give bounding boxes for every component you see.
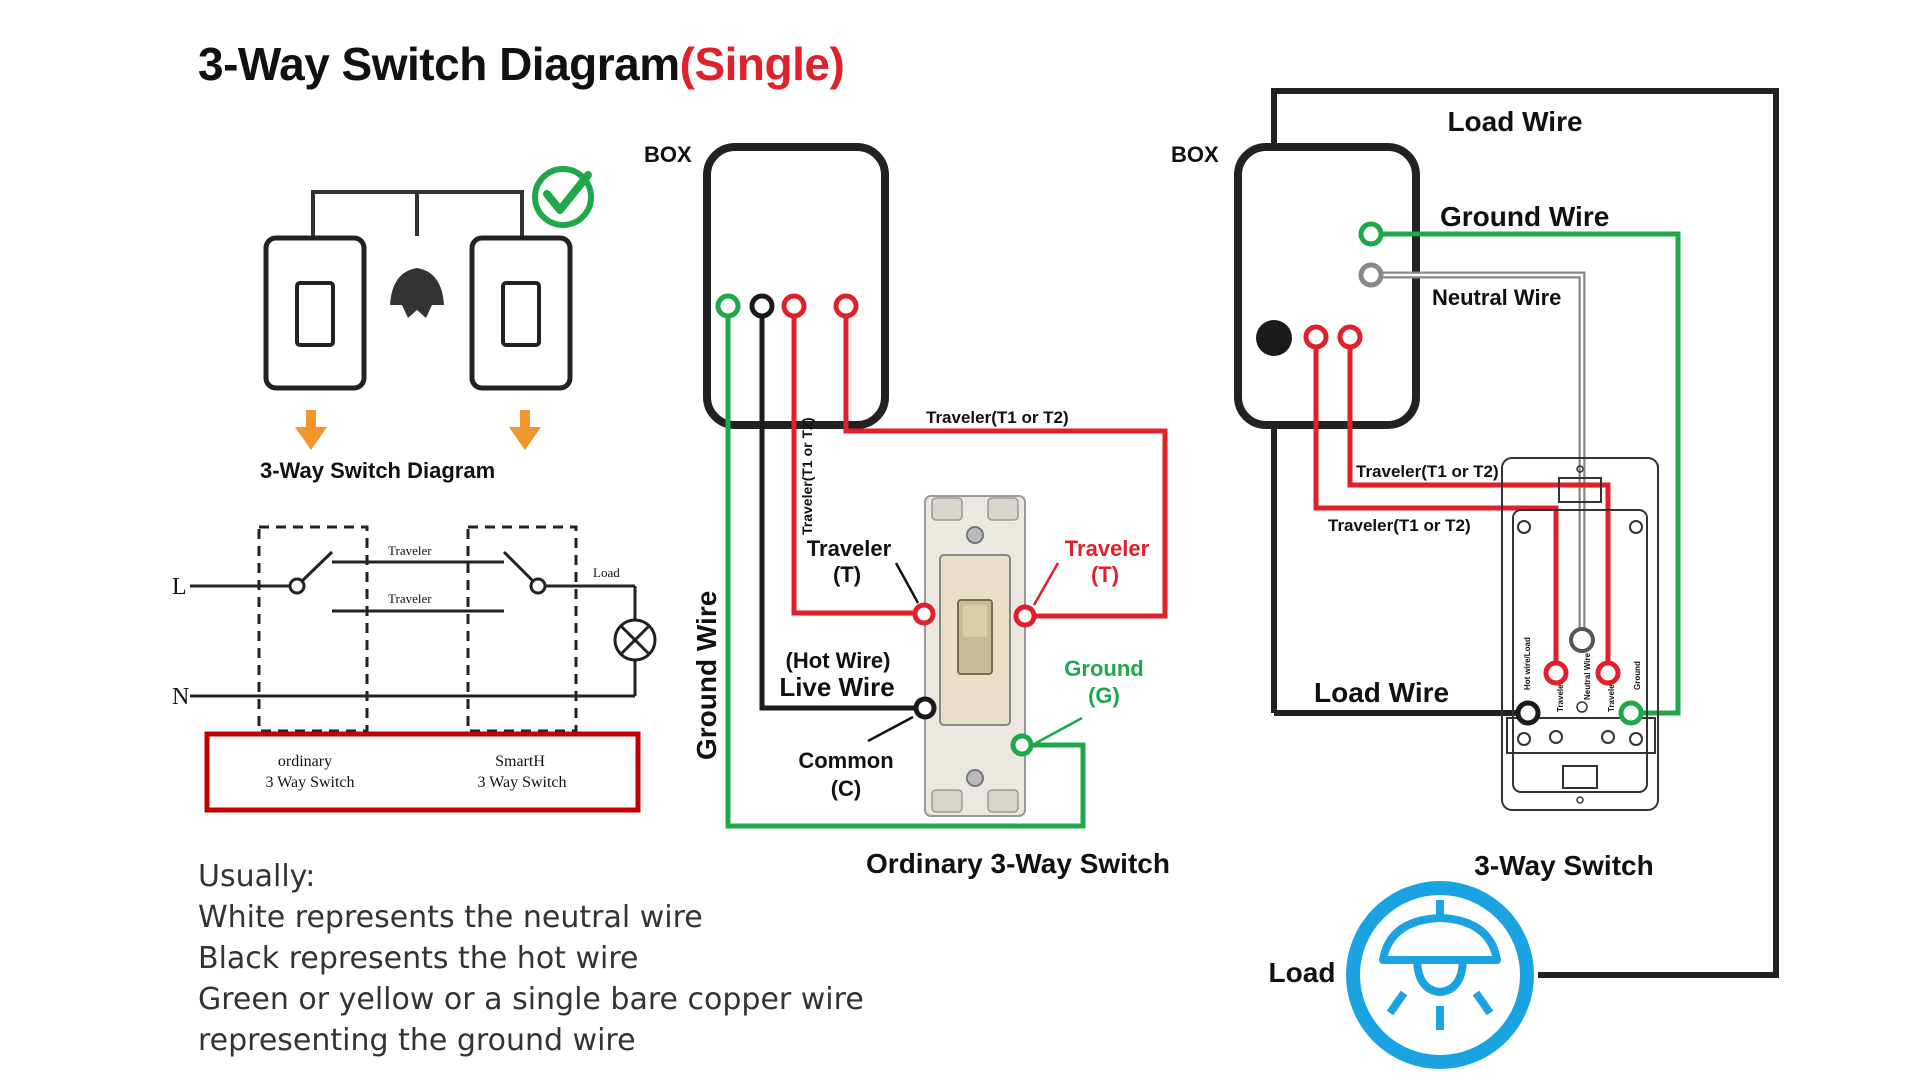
common-terminal-label-line2: (C) (831, 776, 862, 801)
ground-wire-smart (1371, 231, 1681, 716)
smart-terminal-neutral (1569, 627, 1595, 653)
line-l-label: L (172, 574, 187, 600)
wire-color-notes: Usually: White represents the neutral wi… (198, 859, 864, 1058)
notes-heading: Usually: (198, 859, 315, 894)
terminal-label: Traveler (1556, 681, 1565, 712)
notes-line: Black represents the hot wire (198, 941, 638, 976)
switch-terminal-traveler-right (1013, 604, 1037, 628)
terminal-neutral (1358, 262, 1384, 288)
traveler-label-smart-1: Traveler(T1 or T2) (1356, 462, 1499, 481)
live-wire-label: Live Wire (779, 672, 894, 702)
ordinary-switch-device (924, 495, 1026, 817)
notes-line: White represents the neutral wire (198, 900, 703, 935)
smart-terminal-ground (1618, 700, 1644, 726)
switch-left-toggle (295, 281, 335, 347)
check-circle-icon (532, 166, 594, 228)
terminal-label: Traveler (1607, 681, 1616, 712)
simple-wire (311, 190, 524, 238)
traveler-right-label-line2: (T) (1091, 562, 1119, 587)
box-label-smart: BOX (1171, 142, 1219, 167)
lamp-symbol-icon (613, 618, 657, 662)
down-arrow-icon (509, 410, 541, 450)
terminal-traveler (1337, 324, 1363, 350)
neutral-wire-label-smart: Neutral Wire (1432, 285, 1561, 310)
ordinary-box-label: BOX (644, 142, 692, 167)
traveler-top-label: Traveler (388, 543, 432, 558)
terminal-label: Neutral Wire (1583, 652, 1592, 700)
notes-line: representing the ground wire (198, 1023, 636, 1058)
ground-terminal-label-line2: (G) (1088, 683, 1120, 708)
ordinary-switch-caption: Ordinary 3-Way Switch (866, 848, 1170, 879)
smart-switch-caption: 3-Way Switch (1474, 850, 1653, 881)
traveler-label-smart-2: Traveler(T1 or T2) (1328, 516, 1471, 535)
traveler-wire-right (843, 306, 1168, 619)
switch-right-toggle (501, 281, 541, 347)
smart-terminal-traveler (1595, 660, 1621, 686)
terminal-hot (749, 293, 775, 319)
switch-left-type-line1: ordinary (278, 753, 332, 770)
traveler-wire-left (791, 306, 924, 616)
load-wire-bottom-label: Load Wire (1314, 677, 1449, 708)
ground-wire-vertical-label: Ground Wire (691, 591, 722, 760)
ground-terminal-label-line1: Ground (1064, 656, 1143, 681)
switch-right-dashed-box (466, 525, 578, 733)
terminal-ground (715, 293, 741, 319)
down-arrow-icon (295, 410, 327, 450)
traveler-left-label-line1: Traveler (807, 536, 892, 561)
ground-wire-label-smart: Ground Wire (1440, 201, 1609, 232)
load-label-schematic: Load (593, 565, 620, 580)
load-label: Load (1269, 957, 1336, 988)
ordinary-switch-diagram: BOX (644, 142, 1170, 879)
traveler-vertical-wire-label: Traveler(T1 or T2) (799, 418, 815, 536)
terminal-traveler (833, 293, 859, 319)
traveler-left-label-line2: (T) (833, 562, 861, 587)
common-terminal-label-line1: Common (798, 748, 893, 773)
line-n-label: N (172, 684, 189, 710)
traveler-wire-smart-1 (1347, 337, 1611, 673)
simple-diagram: 3-Way Switch Diagram (260, 166, 594, 483)
smart-terminal-load (1515, 700, 1541, 726)
switch-right-type-line1: SmartH (495, 753, 545, 770)
traveler-wire-smart-2 (1313, 337, 1559, 673)
switch-right-type-line2: 3 Way Switch (477, 774, 566, 791)
switch-terminal-common (913, 696, 937, 720)
smart-junction-box (1234, 143, 1420, 429)
traveler-bottom-label: Traveler (388, 591, 432, 606)
traveler-top-wire-label: Traveler(T1 or T2) (926, 408, 1069, 427)
terminal-hot (1256, 320, 1292, 356)
terminal-label: Hot wire/Load (1523, 637, 1532, 690)
notes-line: Green or yellow or a single bare copper … (198, 982, 864, 1017)
pendant-lamp-icon (390, 268, 444, 318)
switch-terminal-traveler-left (912, 602, 936, 626)
load-wire-top-label: Load Wire (1447, 106, 1582, 137)
hot-wire-label: (Hot Wire) (786, 648, 891, 673)
terminal-label: Ground (1633, 661, 1642, 690)
title-main: 3-Way Switch Diagram (198, 38, 680, 90)
smart-terminal-traveler (1543, 660, 1569, 686)
terminal-traveler (781, 293, 807, 319)
traveler-right-label-line1: Traveler (1065, 536, 1150, 561)
switch-type-frame (204, 731, 641, 813)
ground-wire-ordinary (725, 306, 1086, 829)
smart-switch-device (1501, 457, 1659, 811)
terminal-traveler (1303, 324, 1329, 350)
switch-left-type-line2: 3 Way Switch (265, 774, 354, 791)
page-title: 3-Way Switch Diagram(Single) (198, 38, 844, 90)
terminal-ground (1358, 221, 1384, 247)
smart-switch-diagram: BOX Load Wire Ground Wire Neutral Wire T… (1171, 88, 1779, 1069)
schematic: L N Traveler Traveler Load ordinary 3 Wa… (172, 525, 657, 813)
switch-terminal-ground (1010, 733, 1034, 757)
ceiling-light-icon (1346, 881, 1534, 1069)
simple-diagram-caption: 3-Way Switch Diagram (260, 458, 495, 483)
title-highlight: (Single) (680, 38, 845, 90)
live-wire-ordinary (759, 306, 925, 711)
switch-left-dashed-box (257, 525, 369, 733)
